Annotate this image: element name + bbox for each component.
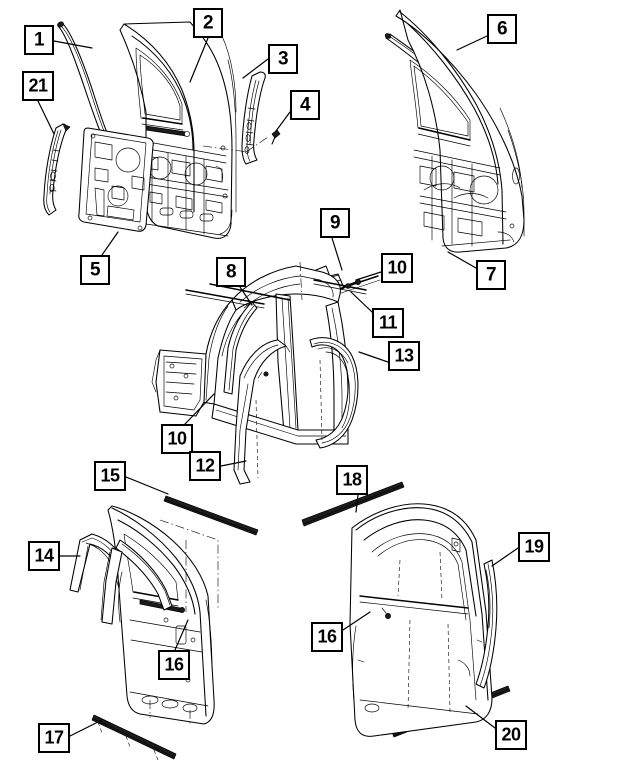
- part-10-front-opening-weatherstrip: [223, 301, 269, 395]
- part-17-rocker-sill-moulding: [91, 714, 177, 761]
- callout-9[interactable]: 9: [320, 208, 350, 238]
- callout-10-body-label: 10: [167, 428, 187, 449]
- callout-15[interactable]: 15: [94, 461, 126, 491]
- callout-8[interactable]: 8: [216, 257, 246, 287]
- callout-14[interactable]: 14: [28, 541, 60, 571]
- callout-3[interactable]: 3: [268, 44, 298, 74]
- callout-19[interactable]: 19: [518, 532, 550, 562]
- part-18-front-belt-moulding: [301, 481, 405, 527]
- part-15-rear-belt-moulding: [163, 495, 259, 536]
- callout-17-label: 17: [44, 727, 64, 748]
- callout-10-body[interactable]: 10: [161, 424, 193, 454]
- callout-21-label: 21: [28, 75, 48, 96]
- callout-13-label: 13: [394, 345, 414, 366]
- callout-15-label: 15: [100, 465, 120, 486]
- callout-16-rear[interactable]: 16: [158, 650, 190, 680]
- callout-2[interactable]: 2: [193, 8, 223, 38]
- part-1-belt-weatherstrip: [57, 21, 109, 139]
- glass-outline-hint: [255, 359, 323, 479]
- part-12-front-opening-seal-loop: [233, 339, 291, 485]
- callout-20-label: 20: [501, 724, 521, 745]
- callout-8-label: 8: [225, 261, 237, 282]
- callout-13[interactable]: 13: [388, 341, 420, 371]
- callout-14-label: 14: [34, 545, 54, 566]
- callout-11[interactable]: 11: [372, 308, 404, 338]
- callout-18-label: 18: [342, 469, 362, 490]
- rear-door-frame-assembly: [107, 505, 215, 725]
- assembly-axis-1: [159, 519, 219, 610]
- callout-4-label: 4: [299, 94, 311, 115]
- callout-3-label: 3: [277, 48, 289, 69]
- callout-7-label: 7: [485, 264, 497, 285]
- callout-5[interactable]: 5: [80, 255, 110, 285]
- part-21-b-pillar-applique: [43, 123, 71, 216]
- part-12-body-side-aperture: [151, 265, 349, 445]
- callout-12-label: 12: [195, 455, 215, 476]
- callout-20[interactable]: 20: [495, 720, 527, 750]
- callout-16-front-label: 16: [317, 626, 337, 647]
- callout-19-label: 19: [524, 536, 544, 557]
- part-3-rear-pillar-applique: [241, 71, 266, 165]
- callout-4[interactable]: 4: [290, 90, 320, 120]
- callout-1[interactable]: 1: [24, 25, 54, 55]
- callout-10-front[interactable]: 10: [381, 253, 413, 283]
- callout-6-label: 6: [496, 18, 508, 39]
- callout-16-front[interactable]: 16: [311, 622, 343, 652]
- callout-7[interactable]: 7: [476, 260, 506, 290]
- alignment-axis-rear: [202, 145, 249, 153]
- callout-17[interactable]: 17: [38, 723, 70, 753]
- callout-6[interactable]: 6: [487, 14, 517, 44]
- front-door-frame-assembly: [349, 503, 493, 737]
- part-4-retainer-screw: [271, 129, 281, 145]
- callout-16-rear-label: 16: [164, 654, 184, 675]
- callout-5-label: 5: [89, 259, 101, 280]
- callout-12[interactable]: 12: [189, 451, 221, 481]
- callout-9-label: 9: [329, 212, 341, 233]
- part-14-run-channel-installed: [100, 539, 173, 625]
- callout-21[interactable]: 21: [22, 71, 54, 101]
- part-5-rear-water-shield: [78, 127, 154, 232]
- callout-18[interactable]: 18: [336, 465, 368, 495]
- callout-1-label: 1: [33, 29, 45, 50]
- part-19-front-door-weatherstrip: [475, 559, 498, 689]
- part-13-rear-door-opening-weatherstrip: [309, 337, 359, 449]
- part-7-front-door-shell: [395, 9, 525, 253]
- callout-2-label: 2: [202, 12, 214, 33]
- callout-11-label: 11: [378, 312, 398, 333]
- leader-lines: [37, 35, 519, 737]
- callout-10-front-label: 10: [387, 257, 407, 278]
- part-11-rear-reveal-moulding: [313, 279, 367, 295]
